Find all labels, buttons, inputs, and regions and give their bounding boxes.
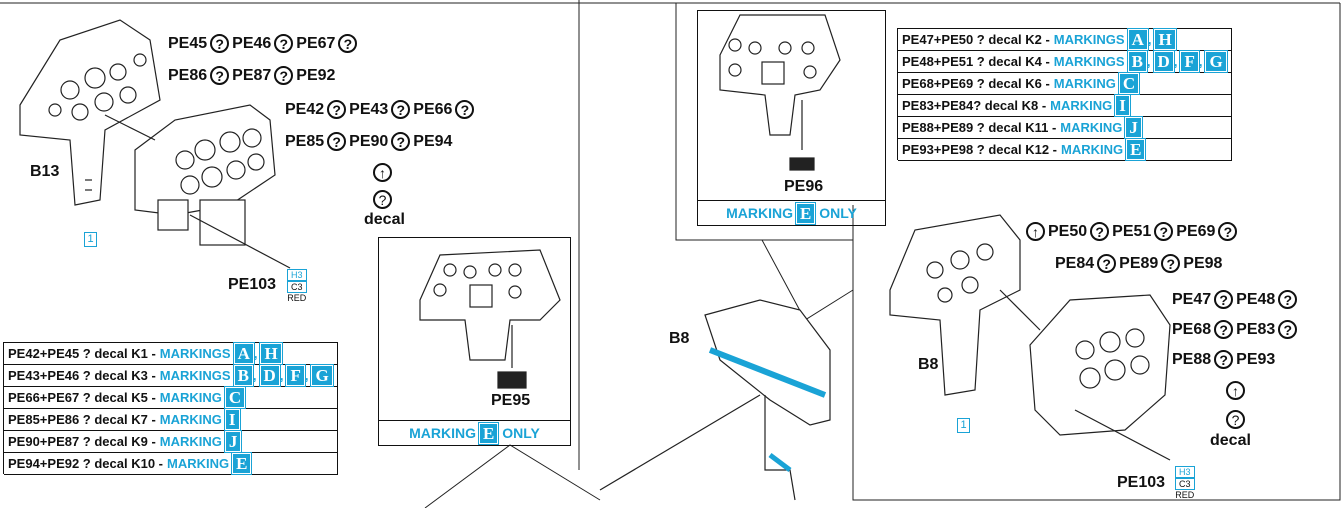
right-label-row-5: PE88? PE93 — [1172, 350, 1276, 369]
decal-text: PE93+PE98 ? decal K12 - — [902, 142, 1058, 157]
b13-part — [19, 19, 161, 206]
marking-word: MARKING — [159, 390, 222, 405]
marking-word: MARKINGS — [159, 346, 231, 361]
right-label-row-1: ↑ PE50? PE51? PE69? — [1025, 222, 1238, 241]
marking-badge: I — [1115, 95, 1130, 116]
pe96-panel — [719, 14, 841, 171]
decal-text: PE88+PE89 ? decal K11 - — [902, 120, 1057, 135]
decal-text: PE85+PE86 ? decal K7 - — [8, 412, 156, 427]
marking-badge: H — [1154, 29, 1176, 50]
b13-panel-detail — [104, 104, 291, 269]
marking-word: MARKING — [1053, 76, 1116, 91]
pe103-left: PE103 — [228, 276, 277, 293]
marking-badge: A — [233, 343, 254, 364]
marking-badge: I — [224, 409, 240, 430]
marking-badge: J — [1125, 117, 1142, 138]
left-label-row-4: PE85? PE90? PE94 — [285, 132, 453, 151]
part-number-right: 1 — [957, 418, 970, 433]
marking-word: MARKING — [159, 412, 222, 427]
decal-text: PE43+PE46 ? decal K3 - — [8, 368, 156, 383]
marking-badge: A — [1127, 29, 1148, 50]
left-label-row-1: PE45? PE46? PE67? — [168, 34, 358, 53]
pe95-panel — [419, 249, 561, 389]
marking-badge: E — [1126, 139, 1146, 160]
marking-word: MARKING — [1060, 120, 1123, 135]
marking-word: MARKING — [1050, 98, 1113, 113]
marking-word: MARKING — [167, 456, 230, 471]
pe103-right: PE103 — [1117, 474, 1166, 491]
marking-word: MARKING — [1061, 142, 1124, 157]
right-label-row-2: PE84? PE89? PE98 — [1055, 254, 1223, 273]
arrow-up-icon: ↑ — [373, 163, 392, 182]
b8-part-center — [599, 299, 831, 501]
part-b13: B13 — [30, 163, 60, 180]
marking-badge: F — [1180, 51, 1199, 72]
decal-text: PE83+PE84? decal K8 - — [902, 98, 1047, 113]
decal-text: PE94+PE92 ? decal K10 - — [8, 456, 164, 471]
marking-badge: H — [260, 343, 282, 364]
decal-label-left: decal — [364, 211, 405, 228]
marking-badge: E — [232, 453, 252, 474]
question-icon-right: ? — [1226, 410, 1245, 429]
left-label-row-3: PE42? PE43? PE66? — [285, 100, 475, 119]
decal-text: PE42+PE45 ? decal K1 - — [8, 346, 156, 361]
marking-word: MARKINGS — [1053, 54, 1125, 69]
right-label-row-4: PE68? PE83? — [1172, 320, 1298, 339]
right-label-row-3: PE47? PE48? — [1172, 290, 1298, 309]
pe95-label: PE95 — [491, 392, 531, 409]
decal-text: PE90+PE87 ? decal K9 - — [8, 434, 156, 449]
marking-badge: B — [233, 365, 253, 386]
part-number-left: 1 — [84, 232, 97, 247]
marking-word: MARKINGS — [159, 368, 231, 383]
marking-badge: J — [224, 431, 242, 452]
marking-word: MARKINGS — [1053, 32, 1125, 47]
decal-text: PE48+PE51 ? decal K4 - — [902, 54, 1050, 69]
marking-badge: G — [311, 365, 333, 386]
marking-badge: G — [1205, 51, 1227, 72]
decal-text: PE47+PE50 ? decal K2 - — [902, 32, 1050, 47]
paint-ref-right: H3 C3 RED — [1175, 466, 1195, 500]
marking-badge: D — [1153, 51, 1174, 72]
b8-part-right — [889, 214, 1171, 461]
marking-word: MARKING — [159, 434, 222, 449]
pe96-label: PE96 — [784, 178, 824, 195]
decal-label-right: decal — [1210, 432, 1251, 449]
marking-badge: F — [286, 365, 305, 386]
marking-badge: D — [259, 365, 280, 386]
question-icon: ? — [373, 190, 392, 209]
marking-badge: C — [224, 387, 246, 408]
part-b8-right: B8 — [918, 356, 939, 373]
left-label-row-2: PE86? PE87? PE92 — [168, 66, 336, 85]
paint-ref-left: H3 C3 RED — [287, 269, 307, 303]
part-b8-center: B8 — [669, 330, 690, 347]
arrow-up-icon-right: ↑ — [1226, 381, 1245, 400]
marking-badge: B — [1127, 51, 1147, 72]
marking-badge: C — [1118, 73, 1140, 94]
decal-text: PE68+PE69 ? decal K6 - — [902, 76, 1050, 91]
decal-text: PE66+PE67 ? decal K5 - — [8, 390, 156, 405]
